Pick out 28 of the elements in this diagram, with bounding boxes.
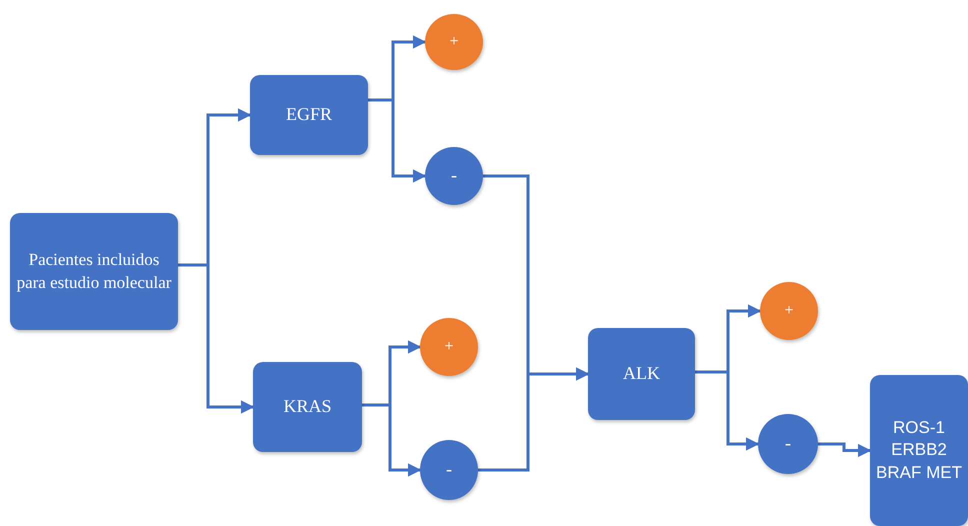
result-circle bbox=[760, 282, 818, 340]
arrow bbox=[368, 98, 426, 183]
node-label: + bbox=[784, 300, 794, 321]
result-circle bbox=[758, 414, 818, 474]
result-circle bbox=[420, 440, 478, 500]
node-label: Pacientes incluidos para estudio molecular bbox=[16, 249, 172, 294]
node-label: ROS-1 ERBB2 BRAF MET bbox=[875, 417, 963, 484]
result-circle bbox=[420, 318, 478, 376]
node-label: + bbox=[449, 32, 459, 52]
process-box bbox=[870, 375, 968, 526]
node-label: - bbox=[785, 432, 791, 456]
process-box bbox=[250, 75, 368, 155]
process-box bbox=[588, 328, 695, 420]
arrow bbox=[478, 367, 590, 472]
node-label: - bbox=[446, 458, 452, 482]
arrow bbox=[362, 404, 422, 477]
node-label: EGFR bbox=[286, 103, 332, 126]
result-circle bbox=[425, 14, 483, 70]
node-label: ALK bbox=[623, 362, 660, 386]
node-label: KRAS bbox=[283, 395, 332, 418]
process-box bbox=[10, 213, 178, 330]
arrow bbox=[178, 264, 254, 414]
process-box bbox=[253, 362, 362, 452]
arrow bbox=[818, 442, 872, 458]
arrow bbox=[695, 370, 760, 451]
result-circle bbox=[425, 147, 483, 205]
node-label: + bbox=[444, 336, 454, 357]
node-label: - bbox=[451, 164, 457, 188]
